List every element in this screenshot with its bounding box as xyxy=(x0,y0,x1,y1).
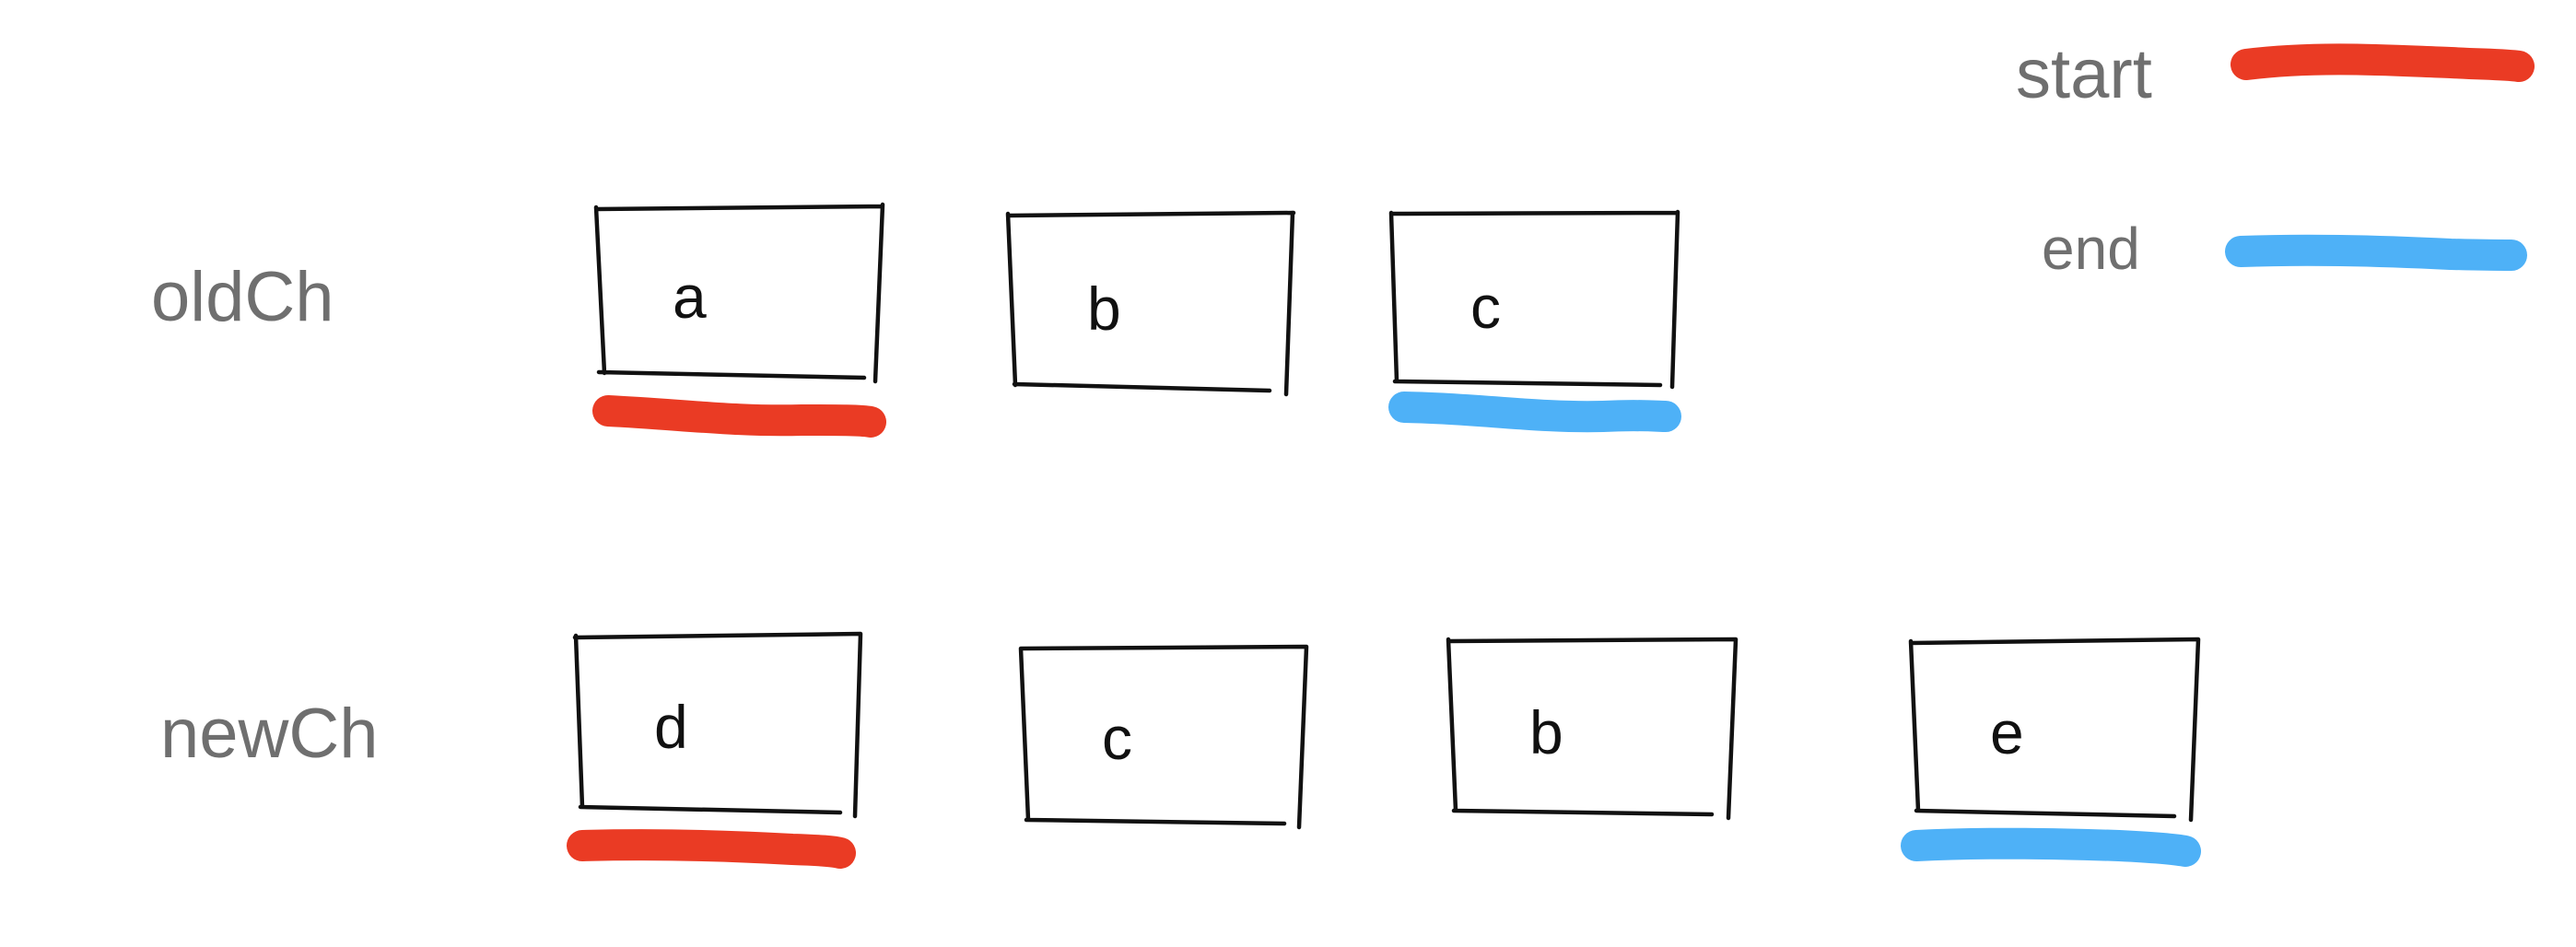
old-row-label: oldCh xyxy=(151,258,334,336)
old-children-row: oldCh a b c xyxy=(151,202,1681,438)
old-node-b-box xyxy=(1005,210,1296,397)
legend-start-label: start xyxy=(2016,35,2152,113)
new-children-row: newCh d c b e xyxy=(160,631,2201,869)
new-node-e-letter: e xyxy=(1990,698,2024,766)
new-node-d-letter: d xyxy=(654,693,688,761)
old-node-c: c xyxy=(1388,209,1680,390)
old-end-marker xyxy=(1388,392,1681,433)
new-node-b: b xyxy=(1446,637,1739,821)
new-node-e-box xyxy=(1908,637,2201,823)
old-node-a-letter: a xyxy=(673,263,707,331)
legend: start end xyxy=(2016,35,2535,282)
new-node-b-box xyxy=(1446,637,1739,821)
new-node-d-box xyxy=(572,631,863,819)
legend-end-marker xyxy=(2225,234,2527,271)
old-node-a-box xyxy=(593,202,885,384)
old-node-a: a xyxy=(593,202,885,384)
new-node-e: e xyxy=(1908,637,2201,823)
new-node-c: c xyxy=(1018,644,1309,830)
old-start-marker xyxy=(592,395,886,438)
old-node-c-box xyxy=(1388,209,1680,390)
legend-end-label: end xyxy=(2042,216,2140,282)
old-node-b: b xyxy=(1005,210,1296,397)
old-node-c-letter: c xyxy=(1470,273,1501,341)
new-start-marker xyxy=(567,829,856,869)
new-node-c-box xyxy=(1018,644,1309,830)
old-node-b-letter: b xyxy=(1087,275,1121,343)
new-node-d: d xyxy=(572,631,863,819)
new-end-marker xyxy=(1901,827,2201,867)
new-node-b-letter: b xyxy=(1529,698,1563,766)
legend-start-marker xyxy=(2231,43,2535,82)
new-row-label: newCh xyxy=(160,695,379,773)
new-node-c-letter: c xyxy=(1102,704,1132,772)
